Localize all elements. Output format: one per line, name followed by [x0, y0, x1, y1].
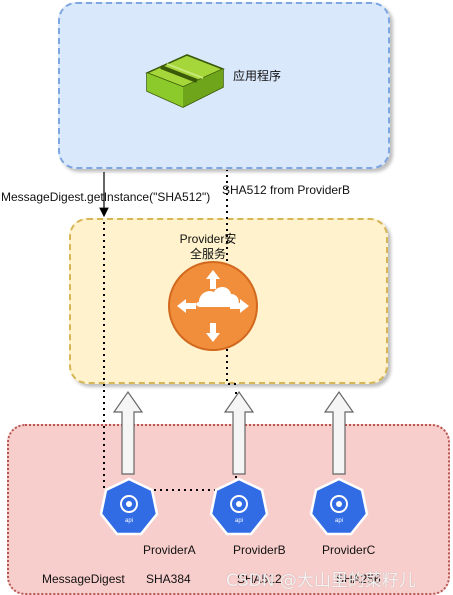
- provider-c-algorithm: SHA256: [336, 572, 381, 586]
- router-icon: [168, 261, 258, 351]
- provider-c-name: ProviderC: [322, 543, 376, 557]
- svg-text:api: api: [235, 518, 243, 524]
- svg-text:api: api: [125, 518, 133, 524]
- provider-a-icon: api: [99, 477, 159, 536]
- package-icon: [145, 54, 225, 108]
- service-label-line1: Provider安: [179, 232, 237, 246]
- request-label: MessageDigest.getInstance("SHA512"): [1, 190, 211, 204]
- lookup-path: [103, 222, 236, 491]
- service-label-line2: 全服务: [189, 247, 226, 261]
- svg-text:api: api: [335, 518, 343, 524]
- provider-c-icon: api: [309, 477, 369, 536]
- app-label: 应用程序: [233, 69, 282, 83]
- watermark: CSDN @大山里的菜籽儿: [226, 571, 416, 591]
- application-layer: [58, 2, 390, 169]
- response-label: SHA512 from ProviderB: [222, 183, 351, 197]
- up-arrow-c: [323, 390, 355, 475]
- provider-b-name: ProviderB: [233, 543, 286, 557]
- provider-b-icon: api: [209, 477, 269, 536]
- provider-layer-label: MessageDigest: [42, 572, 125, 586]
- provider-a-algorithm: SHA384: [146, 572, 191, 586]
- up-arrow-a: [112, 390, 144, 475]
- provider-a-name: ProviderA: [143, 543, 196, 557]
- up-arrow-b: [223, 390, 255, 475]
- provider-b-algorithm: SHA512: [237, 572, 282, 586]
